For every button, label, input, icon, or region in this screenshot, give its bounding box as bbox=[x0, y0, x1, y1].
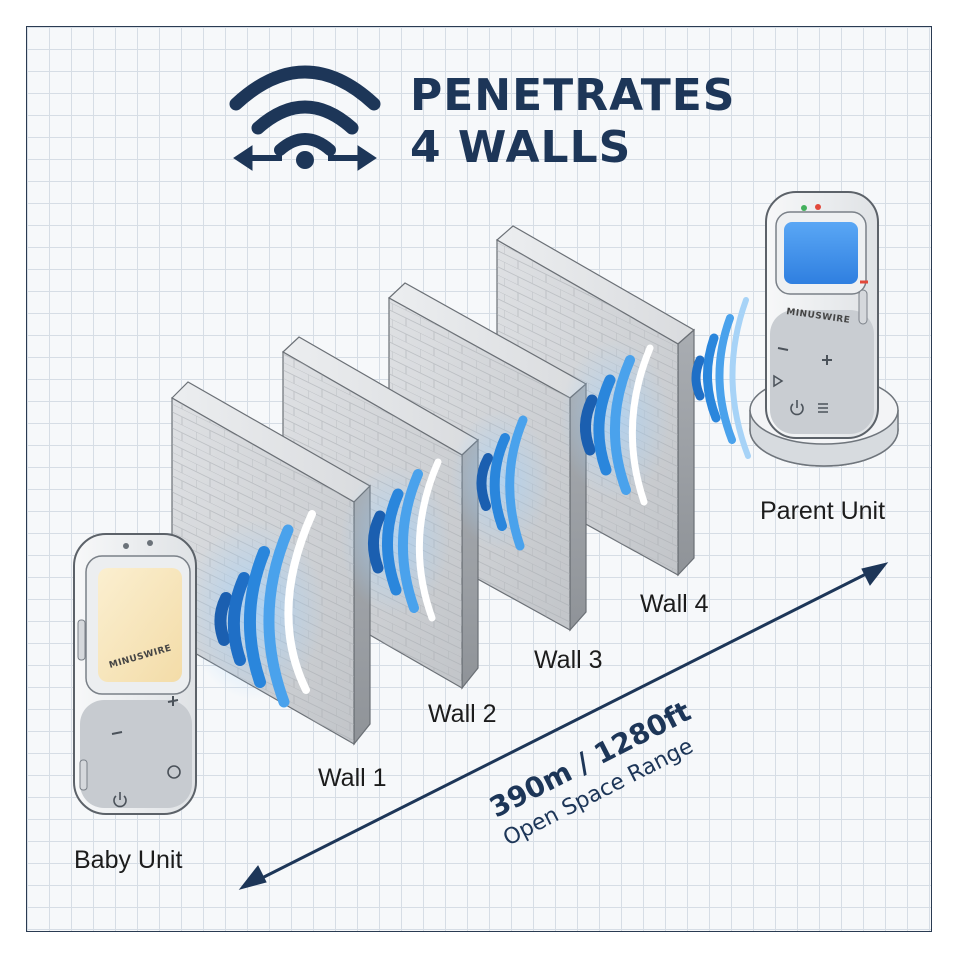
wall-3-label: Wall 3 bbox=[534, 646, 603, 674]
wall-4-label: Wall 4 bbox=[640, 590, 709, 618]
parent-unit-device: MINUSWIRE bbox=[750, 192, 898, 466]
parent-unit-label: Parent Unit bbox=[760, 497, 885, 525]
wall-1-label: Wall 1 bbox=[318, 764, 387, 792]
title-line-1: PENETRATES bbox=[410, 70, 735, 121]
baby-unit-label: Baby Unit bbox=[74, 846, 182, 874]
wall-2-label: Wall 2 bbox=[428, 700, 497, 728]
wifi-signal-icon bbox=[236, 72, 374, 169]
baby-unit-device: MINUSWIRE bbox=[74, 534, 196, 814]
parent-screen bbox=[784, 222, 858, 284]
title-line-2: 4 WALLS bbox=[410, 122, 631, 173]
